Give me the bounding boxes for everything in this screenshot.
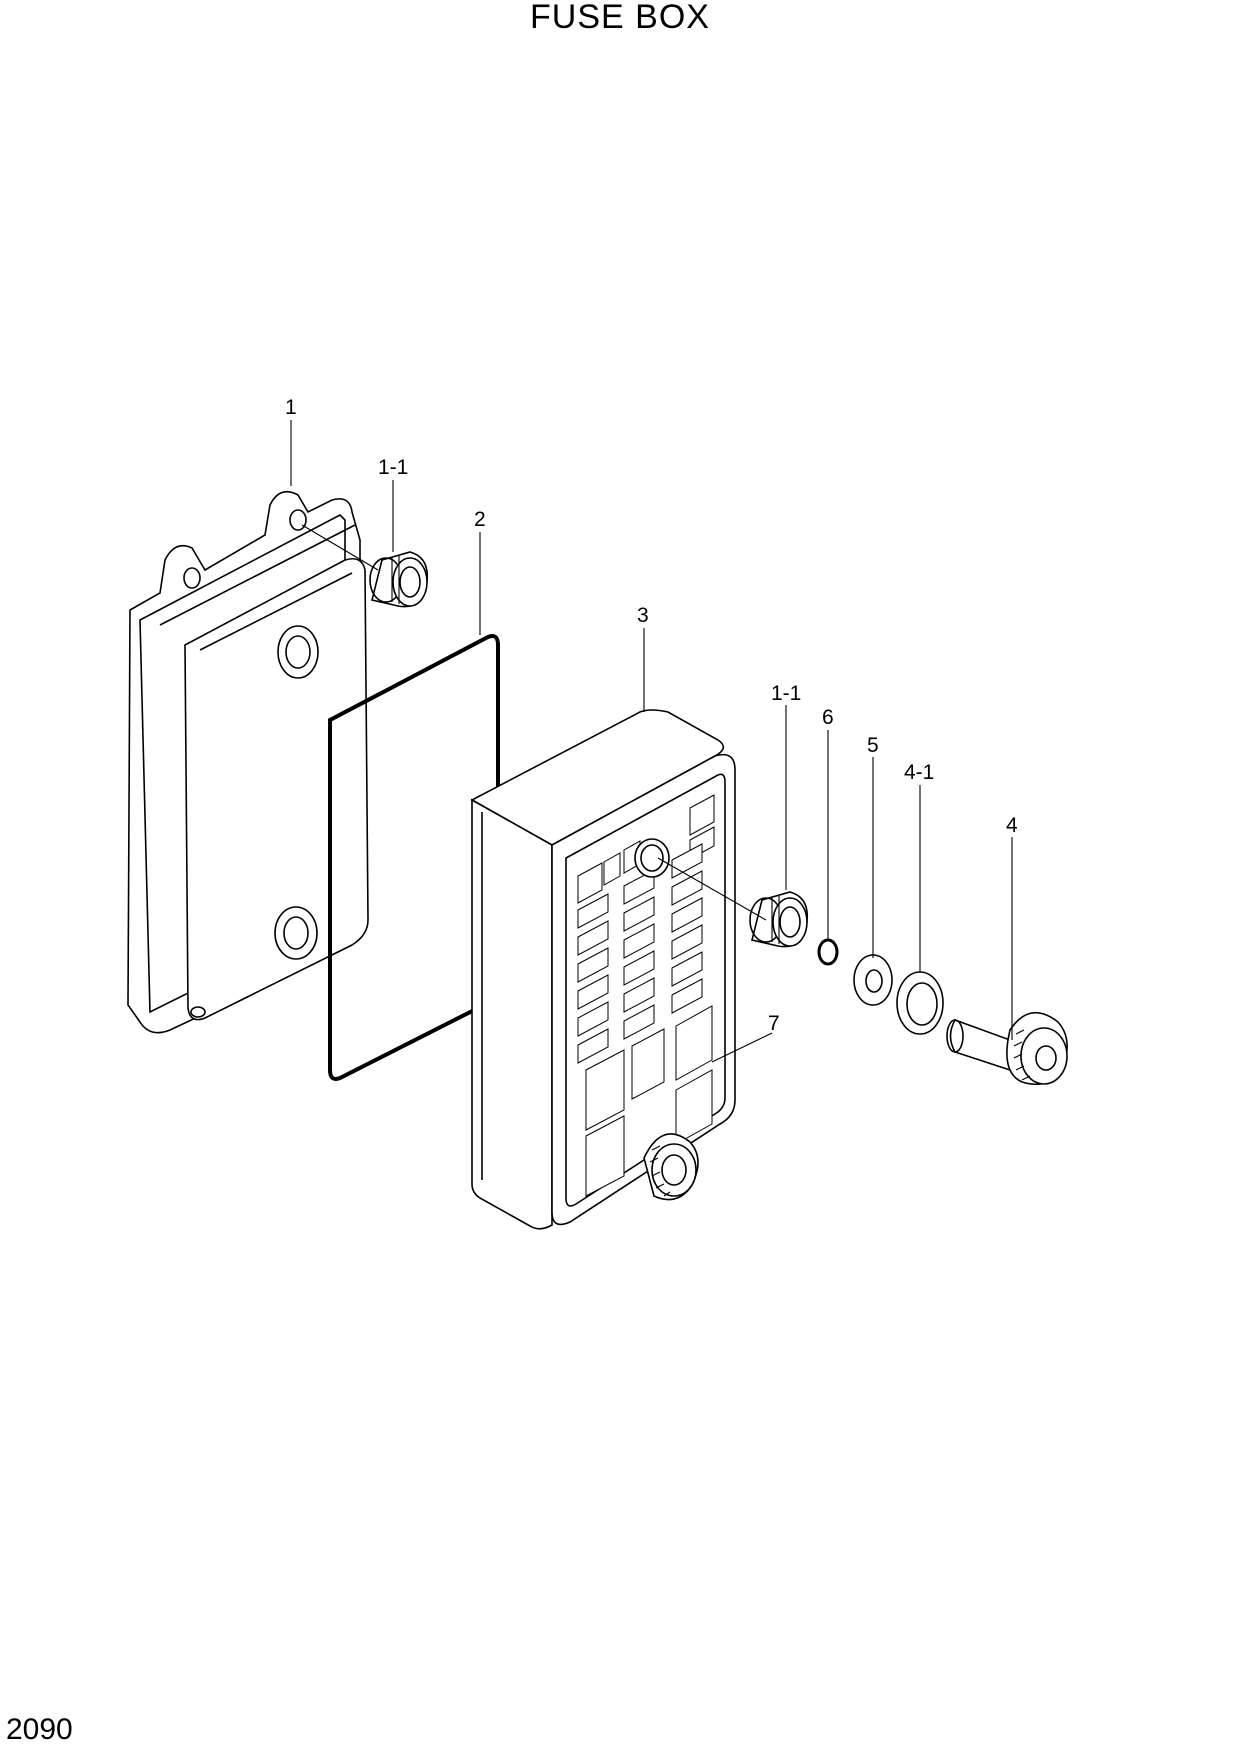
fuse-box-part-3 (470, 709, 736, 1230)
leader-lines (290, 420, 1013, 1063)
callout-labels: 1 1-1 2 3 1-1 6 5 4-1 4 7 (285, 396, 1018, 1035)
fuse-cell-grid (577, 794, 715, 1197)
cover-part-1 (127, 490, 369, 1034)
callout-1-1-upper: 1-1 (378, 456, 408, 479)
page-number: 2090 (6, 1713, 73, 1746)
seal-part-4-1 (896, 971, 944, 1035)
callout-5: 5 (867, 734, 879, 757)
callout-4-1: 4-1 (904, 761, 934, 784)
knob-part-4 (946, 1012, 1068, 1086)
callout-1-1-lower: 1-1 (771, 682, 801, 705)
knob-on-fuse-box (643, 1133, 699, 1201)
callout-7: 7 (768, 1012, 780, 1035)
o-ring-part-6 (817, 938, 839, 966)
callout-1: 1 (285, 396, 297, 419)
grommet-part-1-1-upper (369, 551, 429, 608)
callout-4: 4 (1006, 814, 1018, 837)
callout-2: 2 (474, 508, 486, 531)
washer-part-5 (853, 954, 893, 1006)
callout-6: 6 (822, 706, 834, 729)
callout-3: 3 (637, 604, 649, 627)
grommet-part-1-1-lower (749, 891, 809, 948)
page-title: FUSE BOX (530, 0, 710, 36)
